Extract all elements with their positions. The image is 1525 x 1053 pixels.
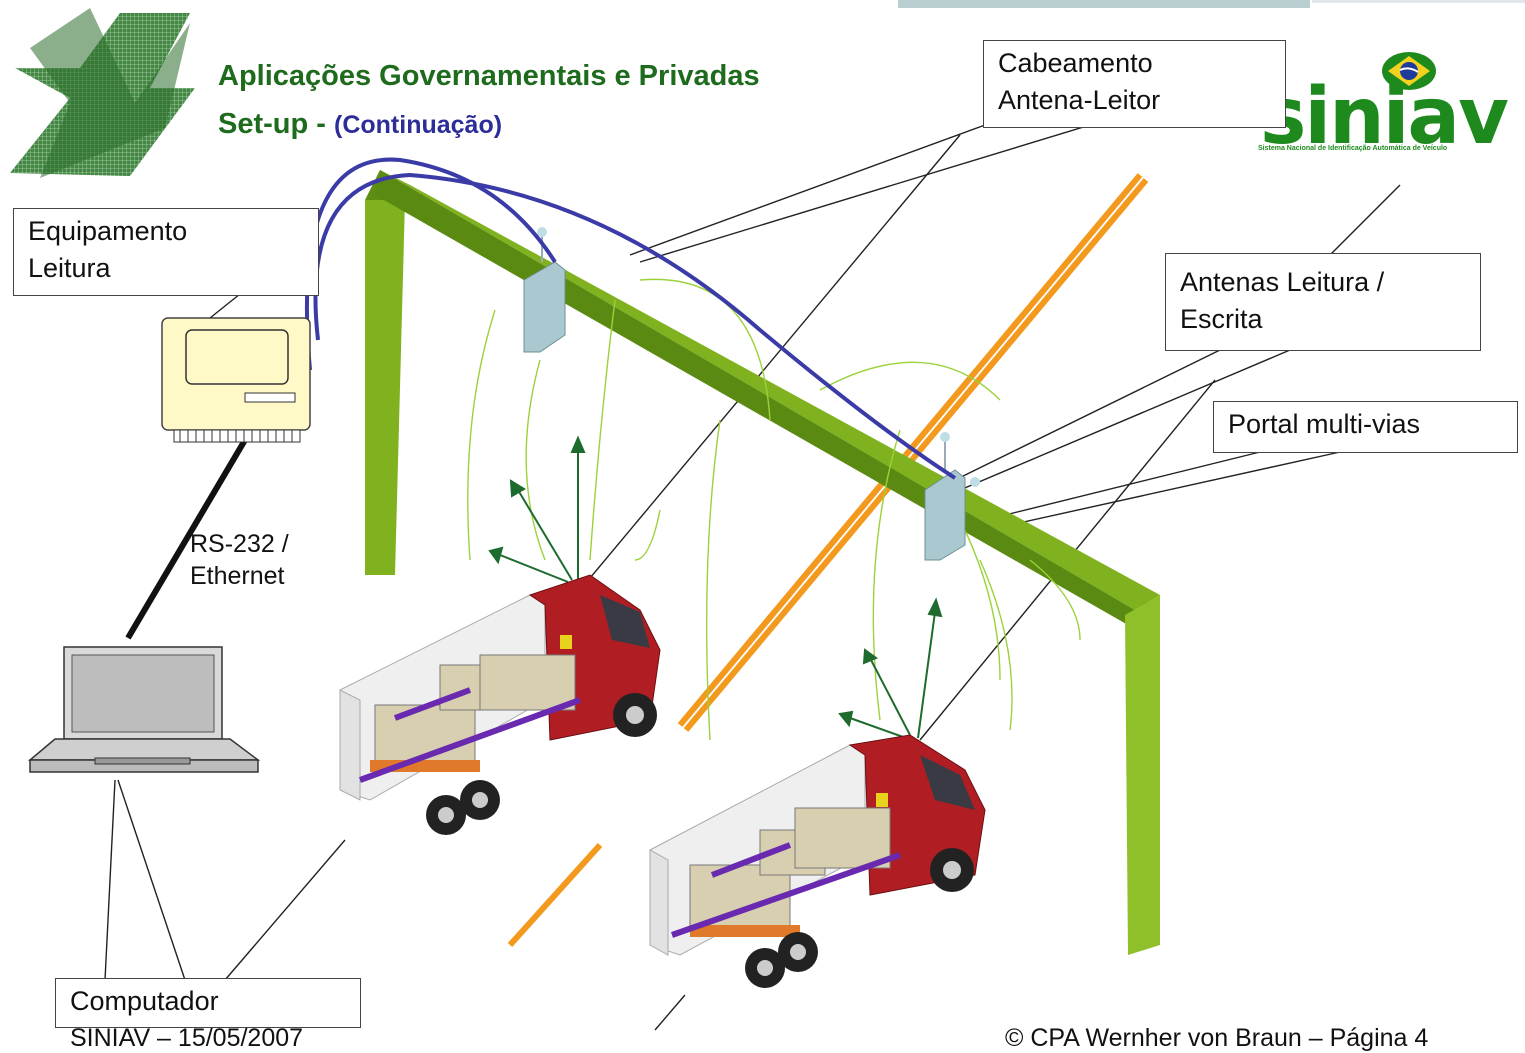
callout-cabling: Cabeamento Antena-Leitor [983,40,1286,128]
callout-reader: Equipamento Leitura [13,208,319,296]
truck-2-icon [649,734,986,988]
link-label-line1: RS-232 / [190,530,289,558]
callout-cabling-line2: Antena-Leitor [998,85,1161,115]
callout-computer-label: Computador [70,986,219,1016]
antenna-2-icon [924,432,980,561]
siniav-subtitle: Sistema Nacional de Identificação Automá… [1258,145,1448,152]
laptop-icon [27,646,261,773]
top-accent-bar-right [1312,0,1525,3]
reader-equipment-icon [161,317,311,443]
callout-antennas-line2: Escrita [1180,304,1263,334]
lane-divider-lines [507,173,1149,948]
callout-reader-line2: Leitura [28,253,111,283]
callout-antennas-line1: Antenas Leitura / [1180,267,1385,297]
data-link-cable [125,438,248,640]
star-logo-icon [10,8,195,178]
callout-portal-label: Portal multi-vias [1228,409,1421,439]
callout-computer: Computador [55,978,361,1028]
rf-field-arcs [467,278,1081,741]
truck1-signal-arrows [488,435,586,583]
truck2-signal-arrows [838,597,943,739]
subtitle-text: Set-up - [218,108,334,140]
footer-left: SINIAV – 15/05/2007 [70,1024,304,1052]
brazil-flag-icon [1382,52,1436,90]
leader-lines [104,124,1401,1031]
link-label: RS-232 / Ethernet [190,528,289,592]
page-subtitle: Set-up - (Continuação) [218,108,502,141]
link-label-line2: Ethernet [190,562,285,590]
antenna-1-icon [523,227,566,353]
callout-antennas: Antenas Leitura / Escrita [1165,253,1481,351]
callout-portal: Portal multi-vias [1213,401,1518,453]
footer-right: © CPA Wernher von Braun – Página 4 [1005,1024,1429,1052]
subtitle-continuation: (Continuação) [334,111,503,139]
truck-1-icon [339,574,661,835]
callout-cabling-line1: Cabeamento [998,48,1153,78]
page-title: Aplicações Governamentais e Privadas [218,60,760,92]
siniav-wordmark: siniav [1260,72,1509,162]
top-accent-bar [898,0,1310,8]
callout-reader-line1: Equipamento [28,216,188,246]
siniav-logo: siniav Sistema Nacional de Identificação… [1256,50,1524,160]
